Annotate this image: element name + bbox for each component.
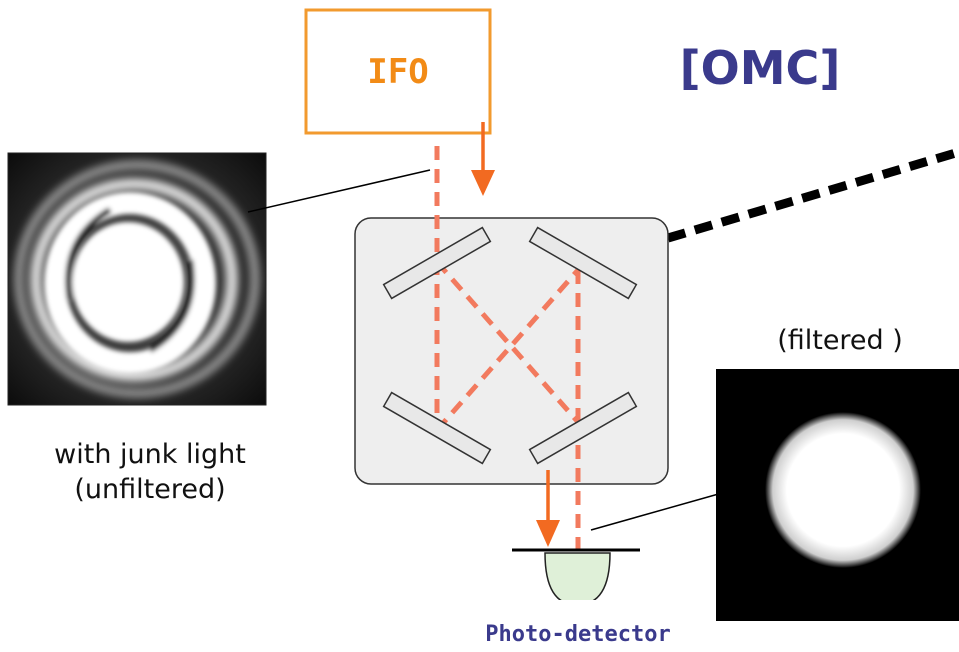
omc-title: [OMC]	[680, 41, 841, 95]
unfiltered-caption-line2: (unfiltered)	[74, 474, 225, 505]
mirror-top-right	[528, 226, 638, 300]
filtered-caption: (filtered )	[777, 325, 903, 356]
filtered-beam-image	[716, 369, 959, 621]
mirror-bottom-left	[382, 391, 492, 465]
mirror-top-left	[382, 226, 492, 300]
ifo-label: IFO	[367, 52, 428, 92]
output-arrow	[536, 470, 560, 547]
unfiltered-beam-image	[7, 152, 267, 406]
omc-cavity	[354, 217, 669, 485]
zoom-callout-line	[666, 147, 959, 243]
mirror-bottom-right	[528, 391, 638, 465]
ifo-box: IFO	[304, 8, 492, 135]
beam-path	[434, 146, 581, 552]
detector-label: Photo-detector	[485, 622, 670, 647]
unfiltered-caption-line1: with junk light	[54, 439, 246, 470]
photodiode-icon	[500, 548, 660, 610]
cavity-mirrors	[382, 226, 638, 465]
input-arrow	[471, 122, 495, 196]
filtered-pointer-line	[590, 492, 723, 531]
unfiltered-pointer-line	[247, 169, 431, 213]
